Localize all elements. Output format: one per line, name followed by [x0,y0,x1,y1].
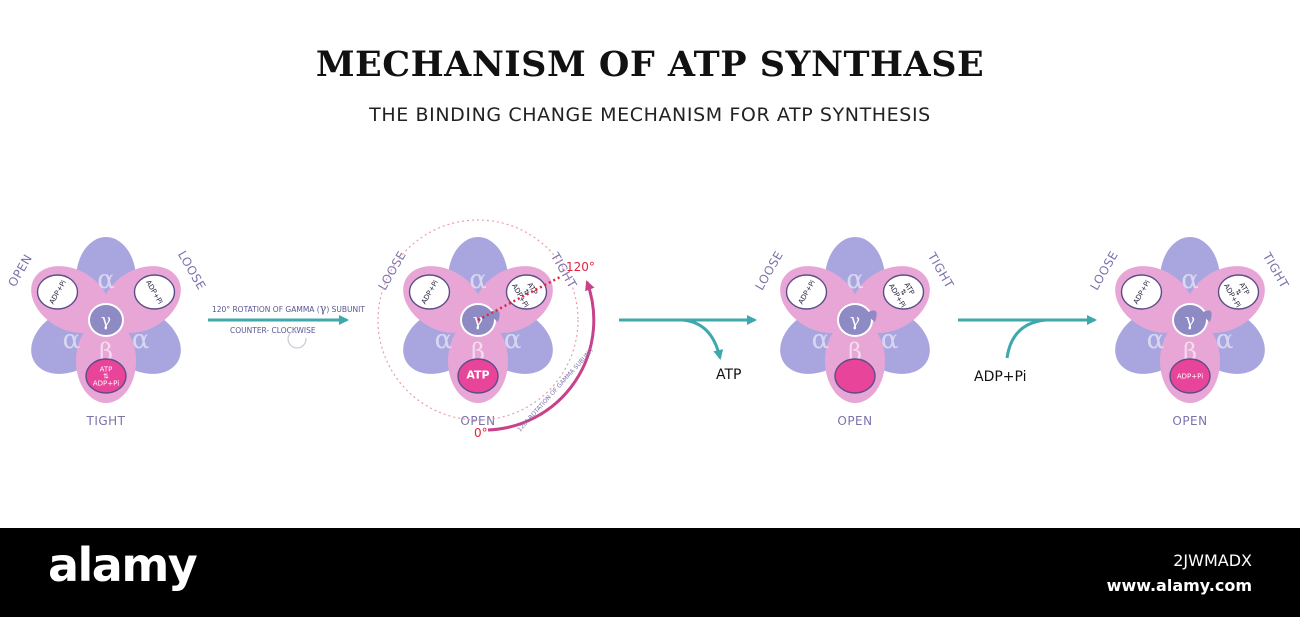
tight-site-pointer [477,274,563,322]
start-angle-label: 0° [474,426,488,440]
binding-site [785,274,828,310]
alpha-symbol: α [97,265,115,295]
binding-site [85,358,127,394]
alpha-symbol: α [63,325,81,355]
rotation-caption-start: 120° ROTATION OF GAMMA ( [212,305,320,314]
gamma-subunit [837,303,873,337]
brand-logo: alamy [48,538,198,592]
binding-site [457,358,499,394]
rotation-arc [487,280,596,432]
site-content: ATP [100,366,113,374]
site-content: ADP+Pi [93,380,119,388]
site-content: ATP [466,369,489,382]
alpha-symbol: α [1216,325,1234,355]
site-content: ⇅ [1233,288,1243,297]
gamma-symbol: γ [1185,311,1195,331]
rotation-step-arrow: 120° ROTATION OF GAMMA (γ) SUBUNIT COUNT… [208,302,365,349]
dotted-rotation-circle [377,219,579,421]
adp-binding-label: ADP+Pi [974,369,1027,385]
site-content: ADP+Pi [1177,373,1203,381]
site-state-label: OPEN [460,414,495,428]
site-content: ⇅ [898,288,908,297]
page-subtitle: THE BINDING CHANGE MECHANISM FOR ATP SYN… [369,104,931,126]
site-state-label: OPEN [1172,414,1207,428]
gamma-subunit [88,303,124,337]
substrate-binding-arrow: ADP+Pi [958,315,1097,385]
gamma-symbol: γ [320,302,327,315]
alpha-symbol: α [1147,325,1165,355]
alpha-symbol: α [812,325,830,355]
site-url: www.alamy.com [1106,576,1252,595]
site-state-label: TIGHT [85,414,125,428]
page-title: MECHANISM OF ATP SYNTHASE [315,44,985,85]
gamma-lobe [865,310,877,322]
binding-site [1217,274,1260,310]
alpha-symbol: α [881,325,899,355]
counter-clockwise-caption: COUNTER- CLOCKWISE [230,326,316,335]
gamma-lobe [1200,310,1212,322]
footer-bar: alamy 2JWMADX www.alamy.com [0,528,1300,617]
svg-text:120° ROTATION OF GAMMA (γ) SUB: 120° ROTATION OF GAMMA (γ) SUBUNIT [212,302,365,315]
gamma-subunit [1172,303,1208,337]
alpha-symbol: α [846,265,864,295]
gamma-lobe [488,310,500,322]
atp-release-label: ATP [716,367,741,383]
image-credit: 2JWMADX www.alamy.com [1107,548,1252,598]
binding-site [1169,358,1211,394]
alpha-symbol: α [504,325,522,355]
binding-site [882,274,925,310]
binding-site [133,274,176,310]
counter-clockwise-icon [287,329,307,349]
binding-site [408,274,451,310]
binding-site [1120,274,1163,310]
site-content: ⇅ [103,373,109,381]
image-code: 2JWMADX [1173,551,1252,570]
gamma-symbol: γ [473,311,483,331]
binding-site [36,274,79,310]
alpha-symbol: α [469,265,487,295]
end-angle-label: 120° [566,260,595,274]
site-state-label: OPEN [837,414,872,428]
site-state-label: OPEN [5,252,35,290]
alpha-symbol: α [132,325,150,355]
atp-release-arrow: ATP [619,315,757,383]
gamma-symbol: γ [850,311,860,331]
gamma-symbol: γ [101,311,111,331]
alpha-symbol: α [1181,265,1199,295]
site-content: ⇅ [521,288,531,297]
rotation-caption-end: ) SUBUNIT [326,305,365,314]
alpha-symbol: α [435,325,453,355]
binding-site [834,358,876,394]
binding-site [505,274,548,310]
